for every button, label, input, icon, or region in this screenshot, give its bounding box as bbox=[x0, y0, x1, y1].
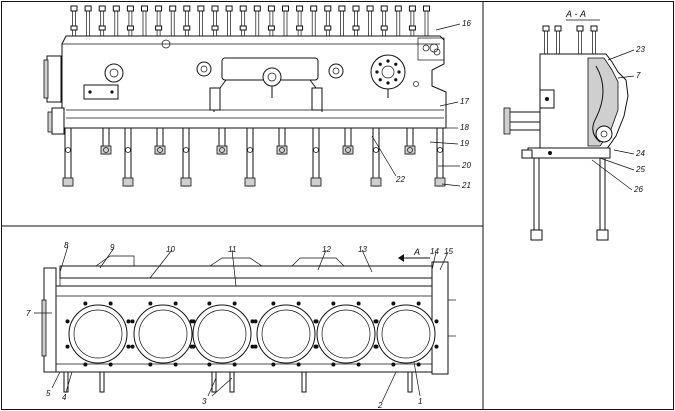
callout-14: 14 bbox=[430, 247, 439, 256]
callout-20: 20 bbox=[461, 161, 471, 170]
callout-2: 2 bbox=[377, 401, 383, 410]
callout-7-section: 7 bbox=[636, 71, 641, 80]
callout-7-plan: 7 bbox=[26, 309, 31, 318]
block-plan-view bbox=[34, 245, 456, 403]
callout-23: 23 bbox=[635, 45, 645, 54]
callout-4: 4 bbox=[62, 393, 67, 402]
callout-26: 26 bbox=[633, 185, 643, 194]
callout-18: 18 bbox=[460, 123, 469, 132]
section-label: А - А bbox=[565, 9, 586, 19]
callout-10: 10 bbox=[166, 245, 175, 254]
callout-3: 3 bbox=[202, 397, 207, 406]
callout-9: 9 bbox=[110, 243, 115, 252]
callout-16: 16 bbox=[462, 19, 471, 28]
callout-13: 13 bbox=[358, 245, 367, 254]
callout-8: 8 bbox=[64, 241, 69, 250]
callouts: А - А 16 17 18 19 20 21 22 23 7 24 25 26… bbox=[26, 9, 645, 410]
callout-24: 24 bbox=[635, 149, 645, 158]
callout-12: 12 bbox=[322, 245, 331, 254]
callout-22: 22 bbox=[395, 175, 405, 184]
section-marker: А bbox=[413, 247, 420, 257]
callout-25: 25 bbox=[635, 165, 645, 174]
callout-21: 21 bbox=[461, 181, 471, 190]
callout-17: 17 bbox=[460, 97, 469, 106]
section-view bbox=[503, 19, 635, 241]
callout-1: 1 bbox=[418, 397, 422, 406]
callout-15: 15 bbox=[444, 247, 453, 256]
callout-11: 11 bbox=[228, 245, 236, 254]
block-side-view bbox=[43, 5, 461, 187]
callout-5: 5 bbox=[46, 389, 51, 398]
callout-19: 19 bbox=[460, 139, 469, 148]
